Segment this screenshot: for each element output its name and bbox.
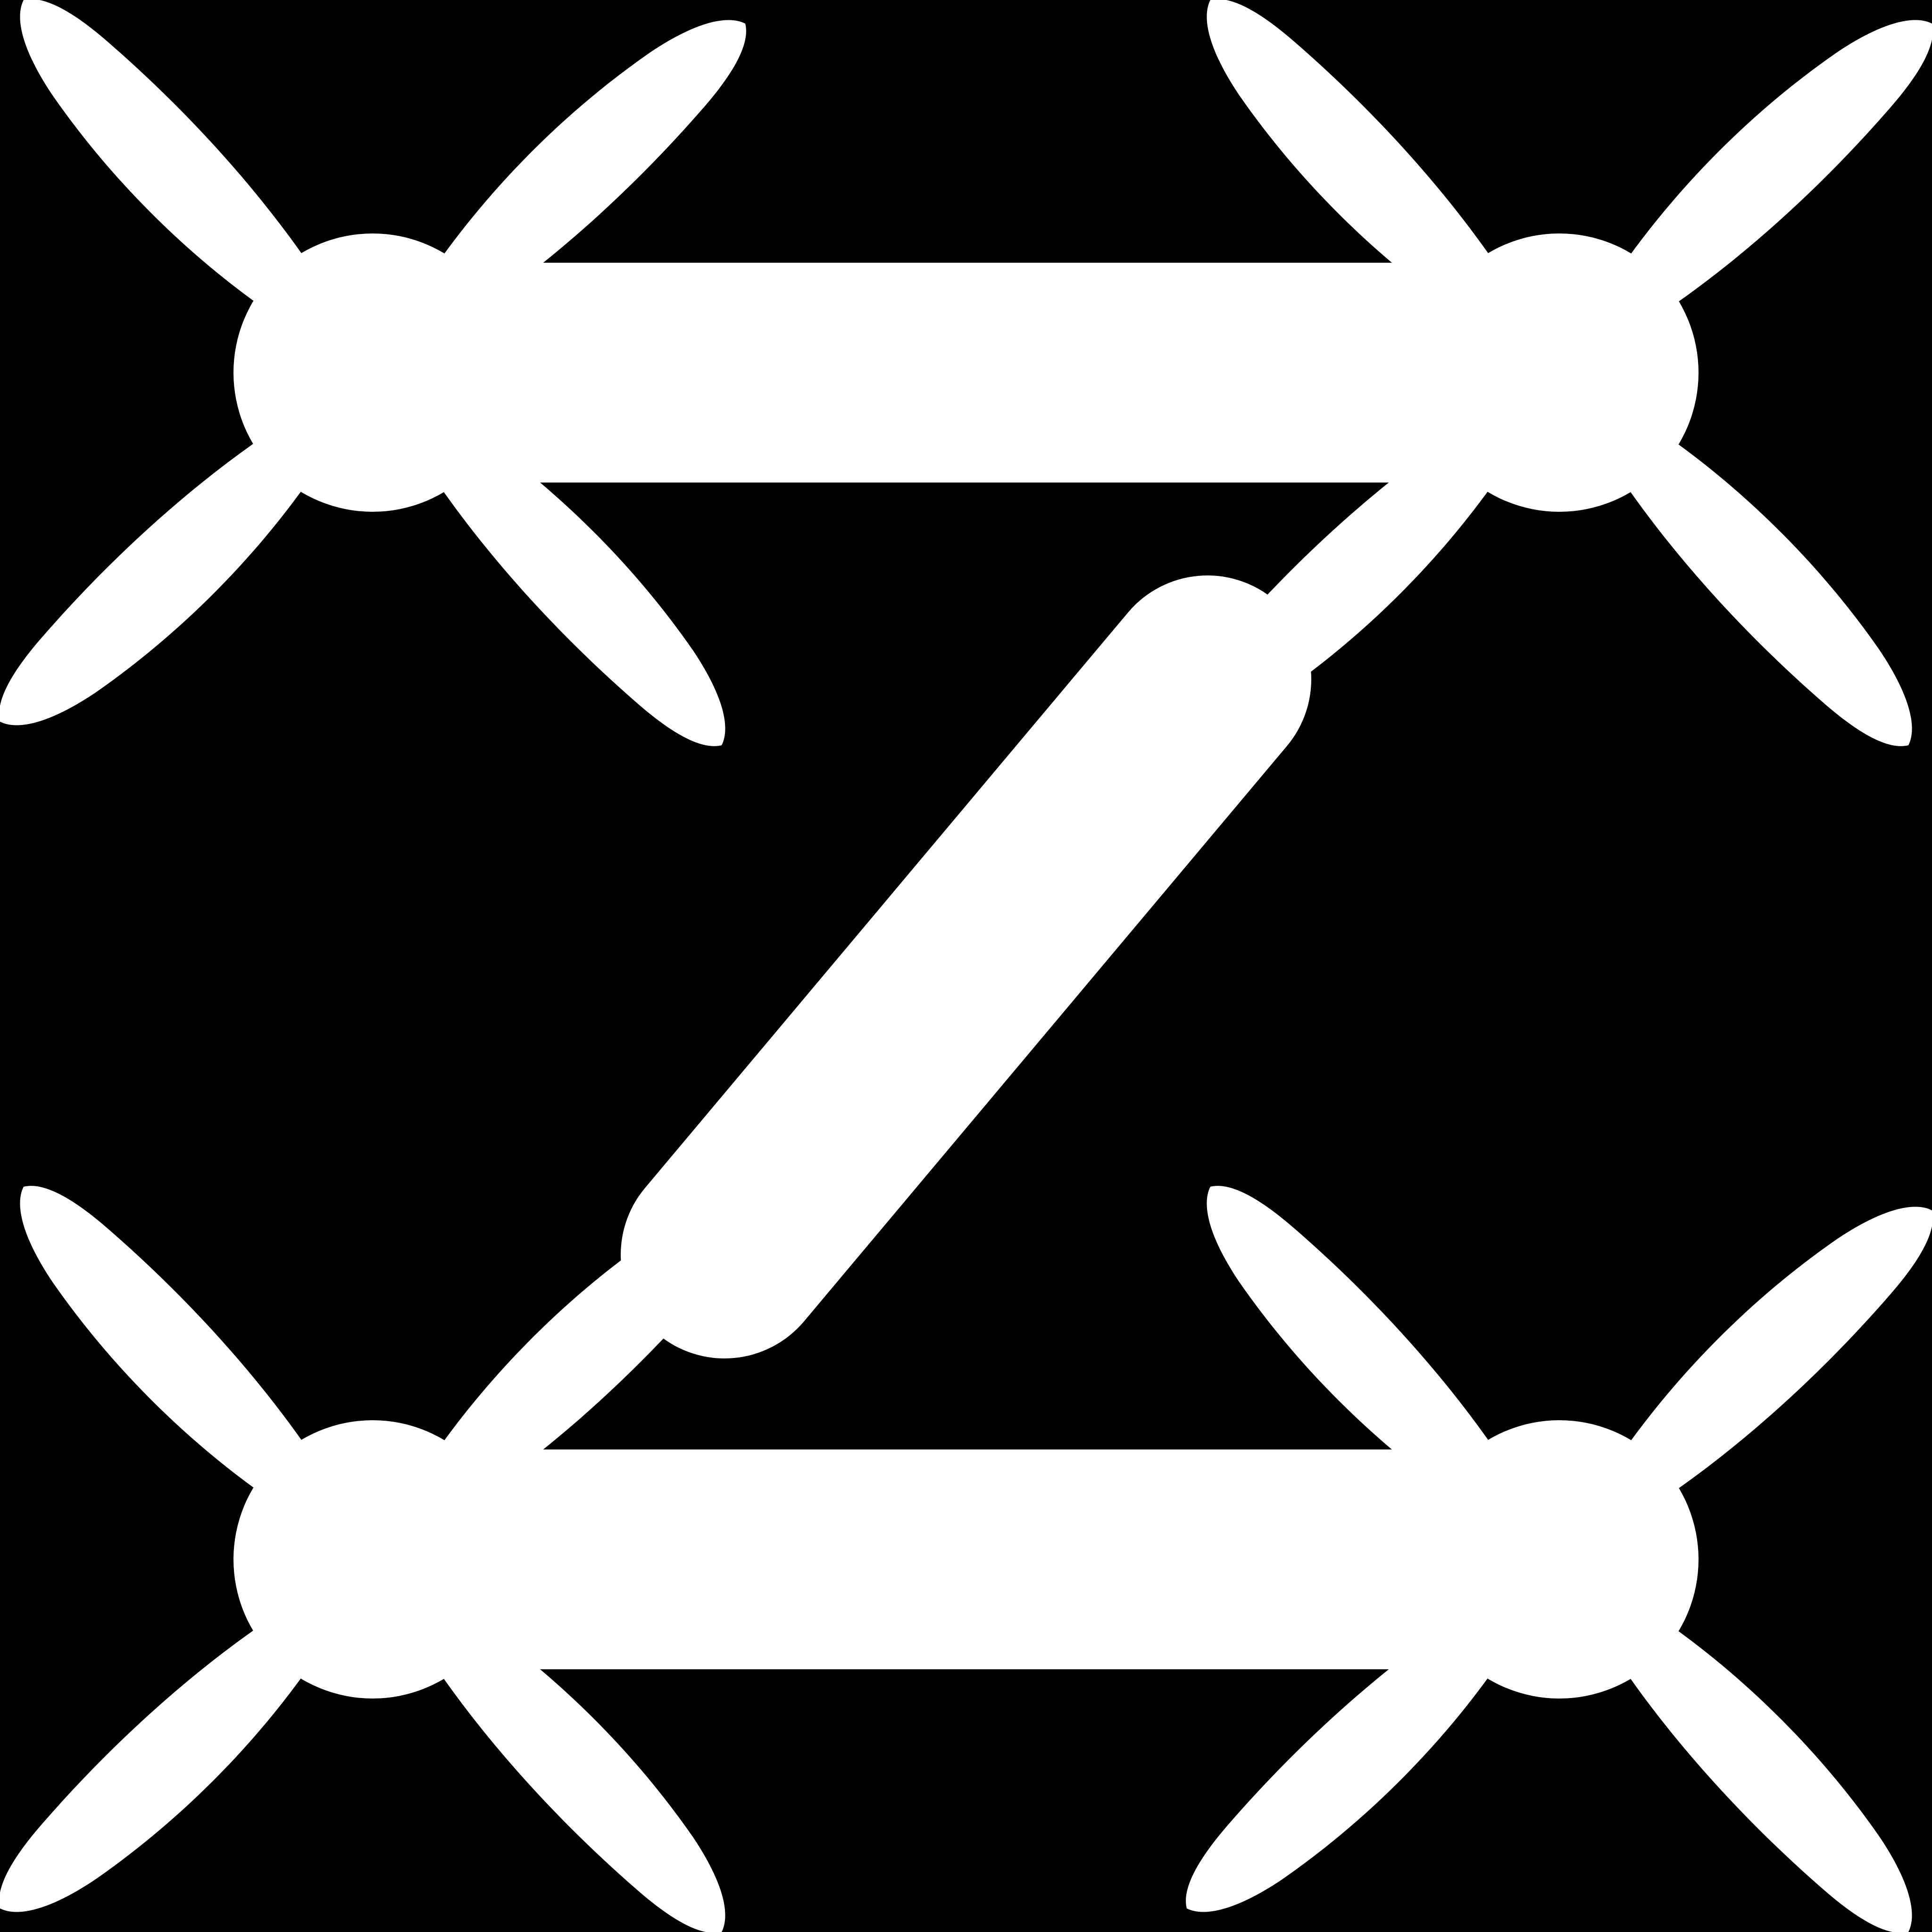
notch-bottom xyxy=(1499,1690,1620,1715)
notch-top xyxy=(1499,217,1620,242)
notch-bottom xyxy=(312,1690,433,1715)
notch-top xyxy=(312,1404,433,1428)
bars-group xyxy=(330,263,1602,1669)
flower-top-left xyxy=(0,0,746,746)
notch-top xyxy=(1499,1404,1620,1428)
notch-top xyxy=(312,217,433,242)
bar-diagonal xyxy=(621,575,1311,1358)
notch-bottom xyxy=(1499,504,1620,528)
flower-bottom-right xyxy=(1186,1186,1932,1932)
flower-top-right xyxy=(1186,0,1932,746)
bar-top-horizontal xyxy=(330,263,1602,483)
flower-bottom-left xyxy=(0,1186,746,1932)
notch-bottom xyxy=(312,504,433,528)
bar-bottom-horizontal xyxy=(330,1449,1602,1669)
